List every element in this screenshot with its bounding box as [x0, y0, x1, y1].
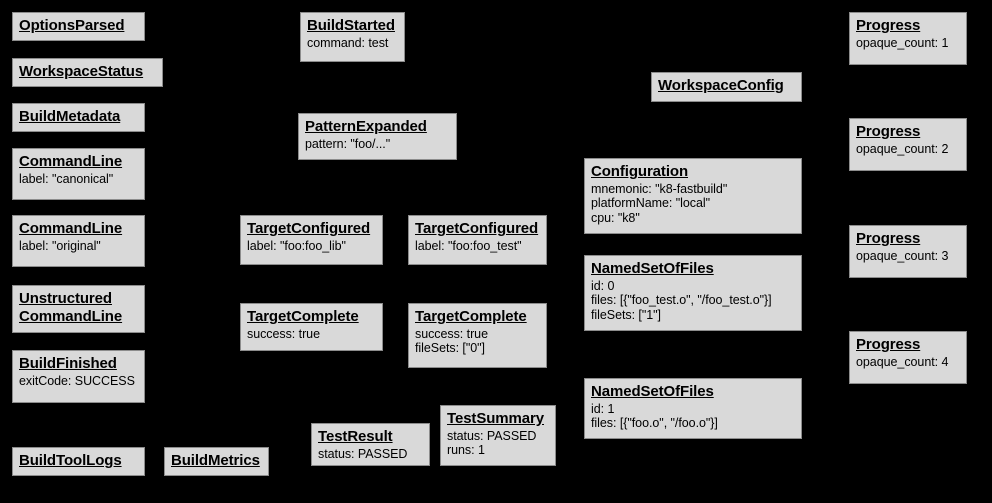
node-title: OptionsParsed: [19, 17, 125, 34]
node-field: status: PASSED: [447, 428, 537, 443]
node-unstructured-command-line[interactable]: Unstructured CommandLine: [12, 285, 145, 333]
node-field: opaque_count: 4: [856, 354, 949, 369]
node-fields: exitCode: SUCCESS: [19, 374, 138, 389]
node-fields: status: PASSED: [318, 447, 423, 462]
node-field: opaque_count: 3: [856, 248, 949, 263]
node-field: opaque_count: 1: [856, 35, 949, 50]
node-field: platformName: "local": [591, 196, 710, 211]
node-fields: opaque_count: 1: [856, 36, 960, 51]
node-fields: mnemonic: "k8-fastbuild"platformName: "l…: [591, 182, 795, 226]
node-title: Unstructured CommandLine: [19, 290, 123, 325]
node-build-metrics[interactable]: BuildMetrics: [164, 447, 269, 476]
node-field: files: [{"foo_test.o", "/foo_test.o"}]: [591, 293, 772, 308]
node-title: BuildMetadata: [19, 108, 121, 125]
node-field: status: PASSED: [318, 446, 408, 461]
node-workspace-config[interactable]: WorkspaceConfig: [651, 72, 802, 102]
node-field: label: "foo:foo_lib": [247, 238, 346, 253]
node-title: Configuration: [591, 163, 689, 180]
node-title: TargetComplete: [415, 308, 527, 325]
node-workspace-status[interactable]: WorkspaceStatus: [12, 58, 163, 87]
node-field: label: "original": [19, 238, 101, 253]
node-field: mnemonic: "k8-fastbuild": [591, 181, 728, 196]
node-title: BuildToolLogs: [19, 452, 122, 469]
node-field: label: "foo:foo_test": [415, 238, 522, 253]
node-title: WorkspaceConfig: [658, 77, 784, 94]
node-field: exitCode: SUCCESS: [19, 373, 135, 388]
node-title: TargetConfigured: [415, 220, 539, 237]
node-field: id: 0: [591, 278, 615, 293]
node-fields: label: "original": [19, 239, 138, 254]
node-fields: command: test: [307, 36, 398, 51]
node-field: id: 1: [591, 401, 615, 416]
node-title: BuildMetrics: [171, 452, 260, 469]
node-field: opaque_count: 2: [856, 141, 949, 156]
node-field: files: [{"foo.o", "/foo.o"}]: [591, 416, 718, 431]
node-title: BuildStarted: [307, 17, 395, 34]
node-fields: opaque_count: 2: [856, 142, 960, 157]
node-fields: success: true: [247, 327, 376, 342]
node-title: TestResult: [318, 428, 393, 445]
node-fields: label: "foo:foo_test": [415, 239, 540, 254]
node-title: TargetComplete: [247, 308, 359, 325]
node-title: NamedSetOfFiles: [591, 383, 714, 400]
node-title: Progress: [856, 336, 921, 353]
node-title: TargetConfigured: [247, 220, 371, 237]
node-field: label: "canonical": [19, 171, 114, 186]
node-fields: label: "foo:foo_lib": [247, 239, 376, 254]
node-field: cpu: "k8": [591, 211, 640, 226]
node-title: Progress: [856, 17, 921, 34]
node-field: success: true: [415, 326, 488, 341]
node-field: fileSets: ["0"]: [415, 341, 485, 356]
node-title: PatternExpanded: [305, 118, 427, 135]
node-title: Progress: [856, 230, 921, 247]
node-field: pattern: "foo/...": [305, 136, 391, 151]
node-field: success: true: [247, 326, 320, 341]
node-title: CommandLine: [19, 153, 123, 170]
node-fields: pattern: "foo/...": [305, 137, 450, 152]
node-build-metadata[interactable]: BuildMetadata: [12, 103, 145, 132]
node-fields: label: "canonical": [19, 172, 138, 187]
node-title: TestSummary: [447, 410, 544, 427]
node-options-parsed[interactable]: OptionsParsed: [12, 12, 145, 41]
node-build-tool-logs[interactable]: BuildToolLogs: [12, 447, 145, 476]
node-title: BuildFinished: [19, 355, 117, 372]
node-field: command: test: [307, 35, 389, 50]
node-title: Progress: [856, 123, 921, 140]
node-title: CommandLine: [19, 220, 123, 237]
node-title: WorkspaceStatus: [19, 63, 144, 80]
node-field: runs: 1: [447, 443, 485, 458]
node-title: NamedSetOfFiles: [591, 260, 714, 277]
node-fields: opaque_count: 3: [856, 249, 960, 264]
node-fields: opaque_count: 4: [856, 355, 960, 370]
node-field: fileSets: ["1"]: [591, 308, 661, 323]
